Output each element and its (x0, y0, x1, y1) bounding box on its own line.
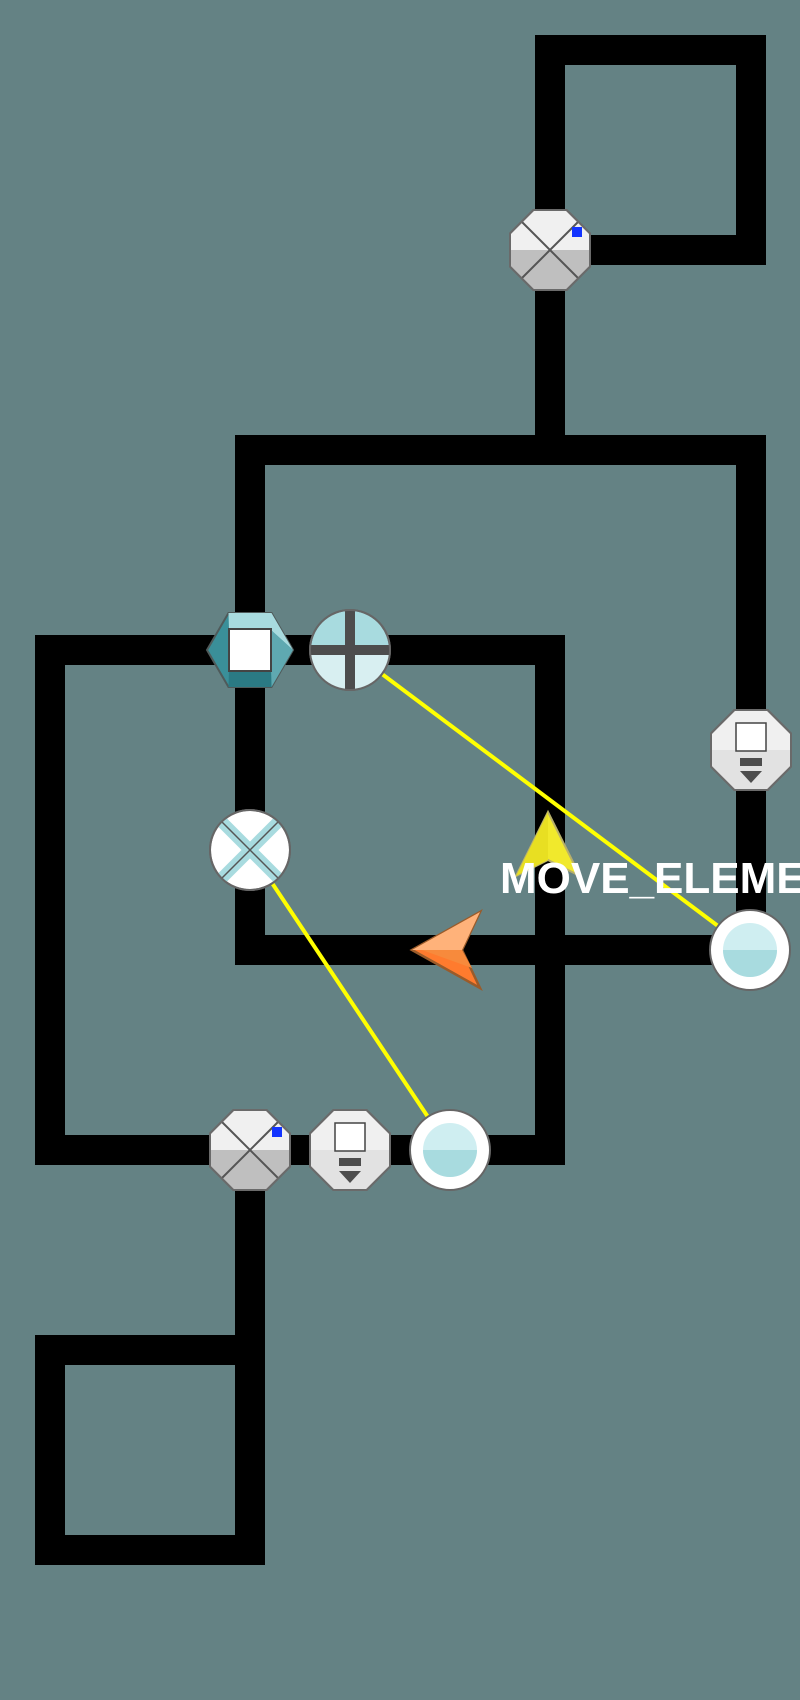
emitter-node-right[interactable] (710, 709, 792, 791)
octagon-emitter-icon (309, 1109, 391, 1191)
splitter-node-top[interactable] (509, 209, 591, 291)
link-line-rotator-to-receiver (348, 648, 752, 952)
circle-receiver-icon (709, 909, 791, 991)
circle-cross-icon (309, 609, 391, 691)
circle-receiver-icon (409, 1109, 491, 1191)
receiver-node-bottom[interactable] (409, 1109, 491, 1191)
node-marker (572, 227, 582, 237)
splitter-node-bottom[interactable] (209, 1109, 291, 1191)
link-layer (248, 648, 752, 1152)
octagon-splitter-icon (209, 1109, 291, 1191)
switch-node[interactable] (209, 809, 291, 891)
circle-x-icon (209, 809, 291, 891)
action-label: MOVE_ELEMEN (500, 854, 800, 903)
emitter-node-bottom[interactable] (309, 1109, 391, 1191)
yellow-arrow-cursor-icon (513, 809, 583, 879)
hexagon-source-icon (205, 612, 295, 688)
link-line-switch-to-receiver (248, 848, 452, 1152)
octagon-splitter-icon (509, 209, 591, 291)
rotator-node[interactable] (309, 609, 391, 691)
octagon-emitter-icon (710, 709, 792, 791)
orange-arrow-cursor-icon[interactable] (409, 909, 483, 991)
receiver-node-right[interactable] (709, 909, 791, 991)
node-marker (272, 1127, 282, 1137)
source-node[interactable] (205, 612, 295, 688)
track-bottom-loop (35, 1335, 265, 1565)
